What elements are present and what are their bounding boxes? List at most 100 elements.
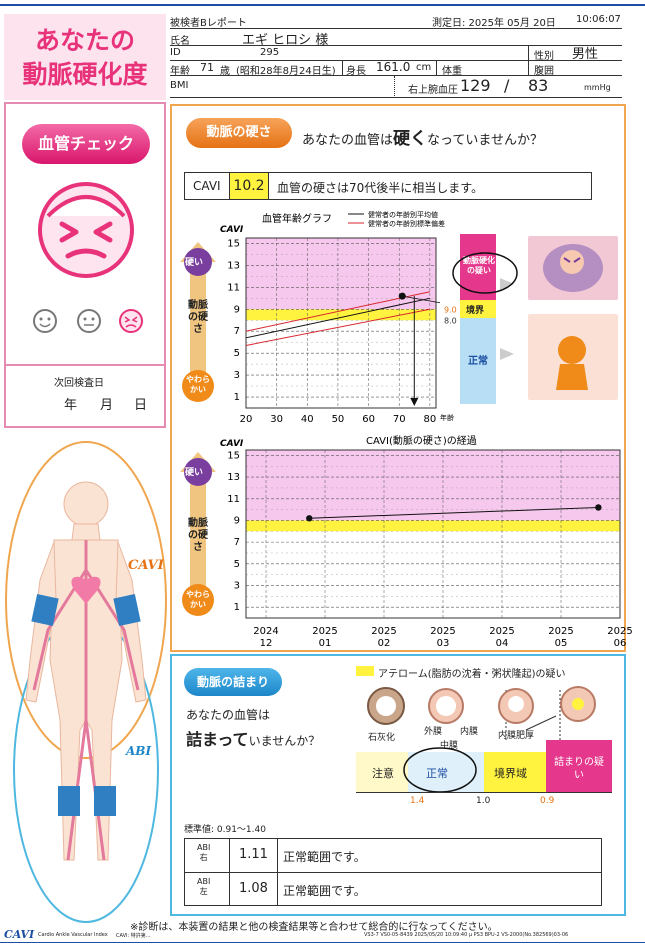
cavi-question-emphasis: 硬く — [393, 129, 428, 149]
y-tick-label: 7 — [234, 326, 240, 337]
abi-row-left-side: 左 — [199, 887, 208, 896]
series-line-1 — [245, 291, 430, 332]
y-tick-label: 1 — [234, 392, 240, 403]
risk-band — [246, 238, 436, 310]
body-abi-label: ABI — [126, 744, 152, 758]
border-band — [246, 309, 436, 321]
x-tick-month: 04 — [496, 638, 509, 649]
cavi-result-text: 血管の硬さは70代後半に相当します。 — [277, 181, 484, 195]
atheroma-caption: アテローム(脂肪の沈着・粥状隆起)の疑い — [378, 669, 566, 680]
next-exam-month-label: 月 — [100, 398, 114, 413]
outer-membrane-label: 外膜 — [424, 727, 443, 737]
abi-row-right-header: ABI 右 — [197, 843, 210, 863]
abi-question-line2: 詰まっていませんか？ — [186, 726, 320, 750]
zone-column — [460, 234, 618, 404]
x-tick-month: 02 — [378, 638, 391, 649]
vessel-check-badge: 血管チェック — [22, 124, 150, 164]
abi-question-emphasis: 詰まって — [186, 730, 249, 749]
abi-question-post: いませんか？ — [248, 734, 321, 748]
cavi-result-value: 10.2 — [229, 173, 269, 199]
abi-results-table: ABI 右 1.11 正常範囲です。 ABI 左 1.08 正常範囲です。 — [184, 838, 602, 906]
cavi-question-pre: あなたの血管は — [302, 133, 394, 148]
x-axis-label: 年齢 — [440, 413, 454, 422]
cavi-panel — [170, 104, 626, 652]
legend-sd: 健常者の年齢別標準偏差 — [368, 219, 445, 228]
stiffness-arrow-1 — [180, 242, 216, 402]
threshold-label: 8.0 — [444, 316, 457, 325]
abi-left-text: 正常範囲です。 — [283, 884, 366, 898]
abi-question-line1: あなたの血管は — [186, 708, 271, 722]
x-tick-month: 03 — [437, 638, 450, 649]
trend-line — [309, 506, 599, 519]
y-tick-label: 15 — [227, 238, 240, 249]
scale-normal: 正常 — [426, 767, 448, 780]
sad-face-icon — [119, 309, 143, 333]
y-tick-label: 3 — [234, 580, 240, 591]
cavi-result-box: CAVI 10.2 血管の硬さは70代後半に相当します。 — [184, 172, 592, 200]
next-exam-day-label: 日 — [134, 398, 148, 413]
soft-label-1: やわらかい — [186, 375, 210, 394]
title-line-1: あなたの — [34, 26, 135, 55]
x-tick-month: 06 — [614, 638, 627, 649]
series-line-0 — [245, 297, 430, 339]
cavi-full-name: Cardio Ankle Vascular Index — [38, 932, 108, 938]
name-label: 氏名 — [170, 36, 190, 47]
x-tick-label: 70 — [393, 414, 406, 425]
zone-normal: 正常 — [468, 356, 488, 367]
id-label: ID — [170, 47, 181, 58]
bottom-rule — [0, 942, 645, 943]
result-leader — [402, 295, 441, 304]
plot-frame — [245, 237, 437, 409]
scale-border: 境界域 — [494, 767, 527, 780]
scale-tick-1-4: 1.4 — [410, 796, 425, 806]
x-tick-month: 01 — [319, 638, 332, 649]
cavi-result-label: CAVI — [193, 179, 221, 193]
bp-systolic: 129 — [460, 76, 491, 95]
cavi-logo: CAVI — [4, 928, 35, 941]
y-tick-label: 15 — [227, 450, 240, 461]
atheroma-swatch — [356, 666, 374, 676]
patient-name: エギ ヒロシ 様 — [242, 33, 329, 48]
id-value: 295 — [260, 47, 280, 58]
y-tick-label: 9 — [234, 515, 240, 526]
x-tick-label: 60 — [362, 414, 375, 425]
y-tick-label: 13 — [227, 260, 240, 271]
abi-left-value: 1.08 — [239, 881, 268, 896]
abi-row-left-abi: ABI — [197, 877, 211, 886]
risk-band — [246, 450, 620, 521]
weight-label: 体重 — [442, 66, 462, 77]
inner-membrane-label: 内膜 — [460, 727, 479, 737]
risk-highlight-circle — [452, 252, 518, 294]
y-tick-label: 7 — [234, 537, 240, 548]
y-tick-label: 11 — [227, 494, 240, 505]
neutral-face-icon — [77, 309, 101, 333]
legend-mean: 健常者の年齢別平均値 — [368, 210, 438, 219]
calcification-label: 石灰化 — [368, 733, 396, 743]
y-tick-label: 5 — [234, 348, 240, 359]
stiffness-label-2: 動脈の硬さ — [188, 518, 208, 553]
x-tick-year: 2025 — [430, 626, 455, 637]
body-cavi-label: CAVI — [128, 558, 164, 573]
abi-row-left-header: ABI 左 — [197, 877, 210, 897]
bp-separator: / — [504, 76, 510, 95]
x-tick-year: 2025 — [548, 626, 573, 637]
waist-label: 腹囲 — [534, 66, 554, 77]
trend-point — [306, 515, 313, 522]
x-tick-month: 12 — [260, 638, 273, 649]
abi-badge: 動脈の詰まり — [184, 668, 282, 696]
border-band — [246, 520, 620, 532]
zone-border: 境界 — [466, 306, 485, 316]
y-tick-label: 5 — [234, 559, 240, 570]
abi-row-right-abi: ABI — [197, 843, 211, 852]
bp-unit: mmHg — [584, 83, 611, 92]
x-tick-month: 05 — [555, 638, 568, 649]
threshold-label: 9.0 — [444, 305, 457, 314]
y-axis-label: CAVI — [220, 439, 244, 449]
cavi-trend-chart: 1357911131520241220250120250220250320250… — [220, 434, 633, 649]
cavi-badge: 動脈の硬さ — [186, 118, 292, 148]
birth-date: (昭和28年8月24日生) — [236, 66, 336, 77]
top-rule — [0, 4, 645, 6]
body-illustration — [5, 441, 167, 923]
y-tick-label: 9 — [234, 304, 240, 315]
scale-caution: 注意 — [372, 767, 394, 780]
